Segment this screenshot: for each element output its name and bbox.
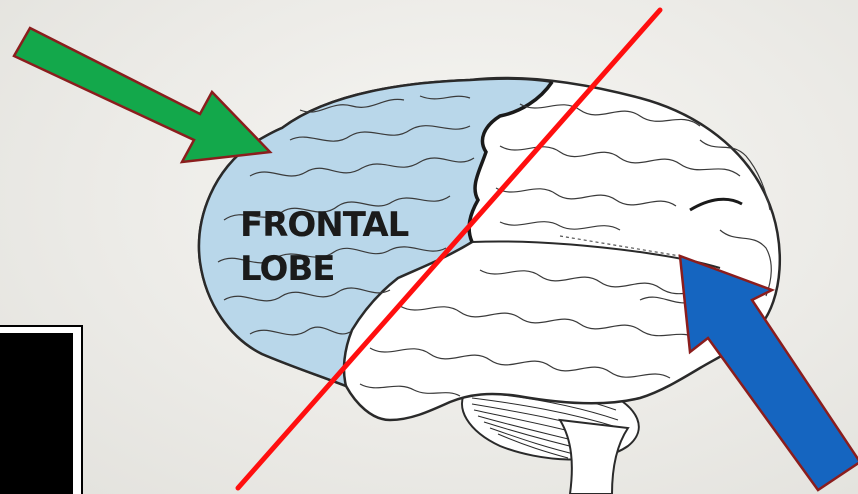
green-arrow-icon [14,28,270,162]
label-line-1: FRONTAL [240,205,409,245]
blue-arrow-icon [680,256,858,490]
label-line-2: LOBE [240,249,335,289]
black-box [0,326,82,494]
brain-stem [560,420,628,494]
